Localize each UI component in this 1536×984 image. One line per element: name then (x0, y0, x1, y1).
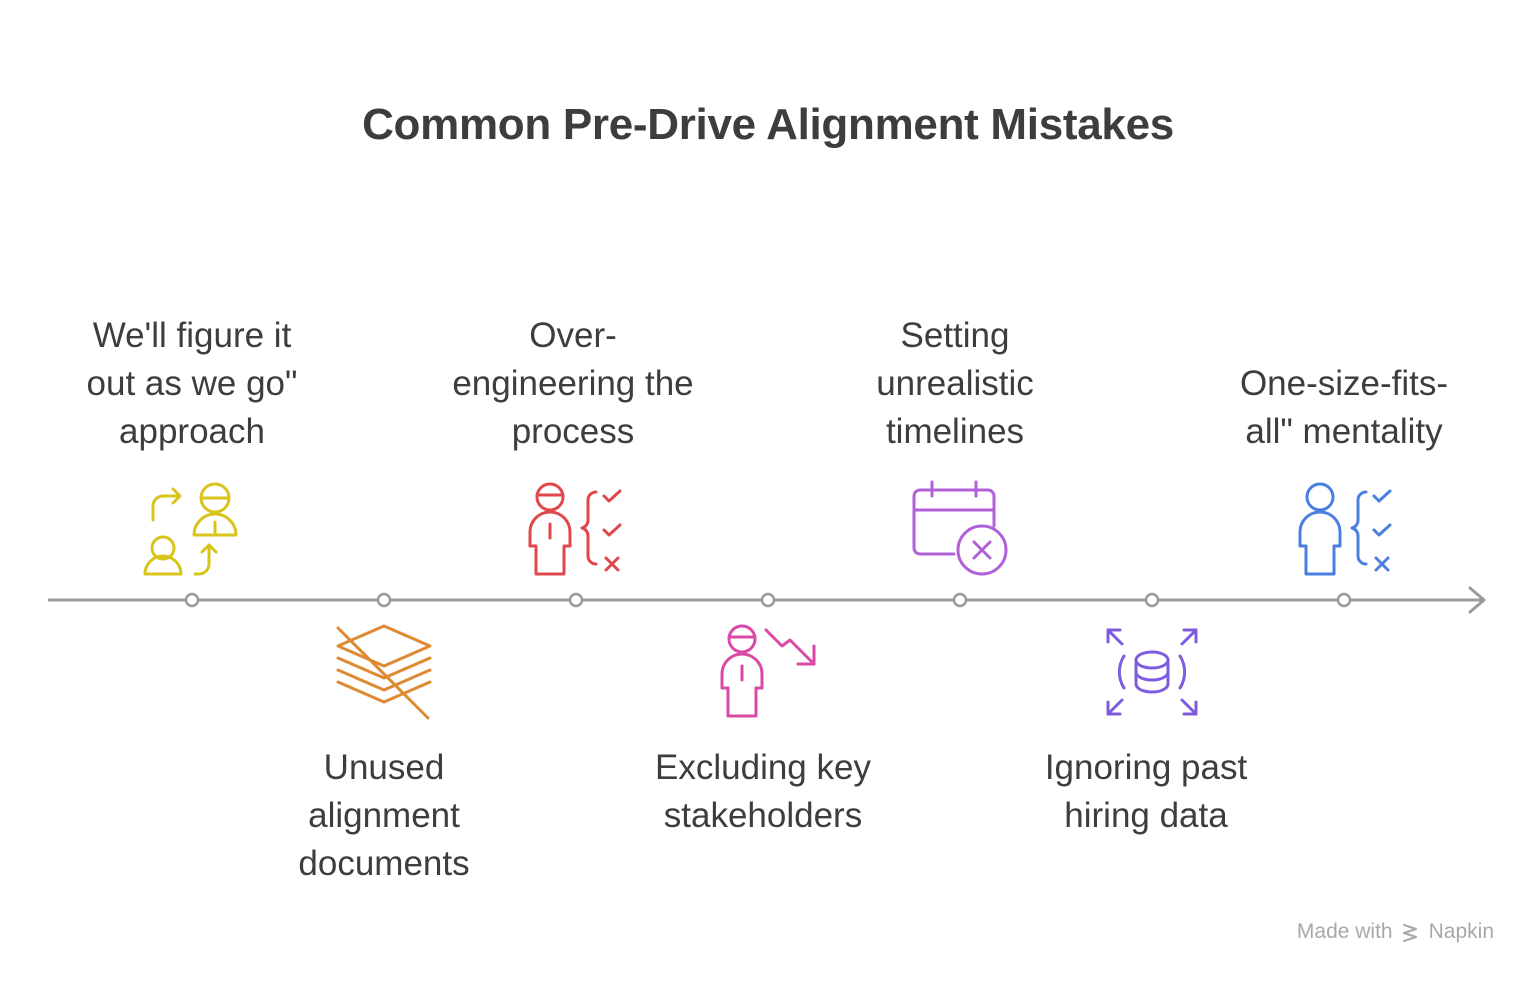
mistake-label-2: Unused alignment documents (234, 744, 534, 888)
timeline-node-4 (760, 592, 776, 608)
database-expand-icon (1106, 628, 1198, 716)
mistake-label-2-line-2: alignment (308, 796, 460, 835)
mistake-label-5-line-2: unrealistic (876, 364, 1034, 403)
person-checklist-icon (528, 482, 622, 576)
timeline-node-2 (376, 592, 392, 608)
timeline-node-5 (952, 592, 968, 608)
mistake-label-1-line-1: We'll figure it (92, 316, 292, 355)
mistake-label-5-line-3: timelines (885, 412, 1025, 451)
mistake-label-3: Over- engineering the process (423, 312, 723, 456)
watermark-prefix: Made with (1296, 920, 1393, 943)
napkin-logo-icon (1402, 924, 1417, 942)
mistake-label-1-line-3: approach (119, 412, 265, 451)
mistake-label-5-line-1: Setting (900, 316, 1010, 355)
mistake-label-7-line-2: all" mentality (1245, 412, 1443, 451)
mistake-label-3-line-3: process (511, 412, 635, 451)
timeline-arrowhead (1468, 586, 1486, 614)
mistake-label-2-line-1: Unused (323, 748, 445, 787)
mistake-label-7-line-1: One-size-fits- (1239, 364, 1449, 403)
person-declining-icon (720, 624, 816, 718)
swap-people-icon (143, 482, 238, 576)
mistake-label-7: One-size-fits- all" mentality (1194, 360, 1494, 456)
mistake-label-4-line-1: Excluding key (655, 748, 871, 787)
crossed-documents-icon (336, 624, 432, 720)
mistake-label-3-line-2: engineering the (452, 364, 694, 403)
made-with-napkin-watermark: Made with Napkin (1297, 920, 1494, 944)
mistake-label-6-line-2: hiring data (1064, 796, 1228, 835)
calendar-cancel-icon (912, 480, 1008, 576)
mistake-label-6-line-1: Ignoring past (1044, 748, 1248, 787)
watermark-brand: Napkin (1428, 920, 1494, 943)
mistake-label-4-line-2: stakeholders (663, 796, 863, 835)
mistake-label-3-line-1: Over- (529, 316, 617, 355)
person-checklist-blue-icon (1298, 482, 1392, 576)
timeline-node-3 (568, 592, 584, 608)
mistake-label-5: Setting unrealistic timelines (805, 312, 1105, 456)
mistake-label-1: We'll figure it out as we go" approach (42, 312, 342, 456)
timeline-node-6 (1144, 592, 1160, 608)
mistake-label-2-line-3: documents (298, 844, 470, 883)
timeline-node-1 (184, 592, 200, 608)
mistake-label-6: Ignoring past hiring data (996, 744, 1296, 840)
mistake-label-1-line-2: out as we go" (86, 364, 298, 403)
timeline-node-7 (1336, 592, 1352, 608)
diagram-title: Common Pre-Drive Alignment Mistakes (362, 100, 1174, 149)
mistake-label-4: Excluding key stakeholders (613, 744, 913, 840)
